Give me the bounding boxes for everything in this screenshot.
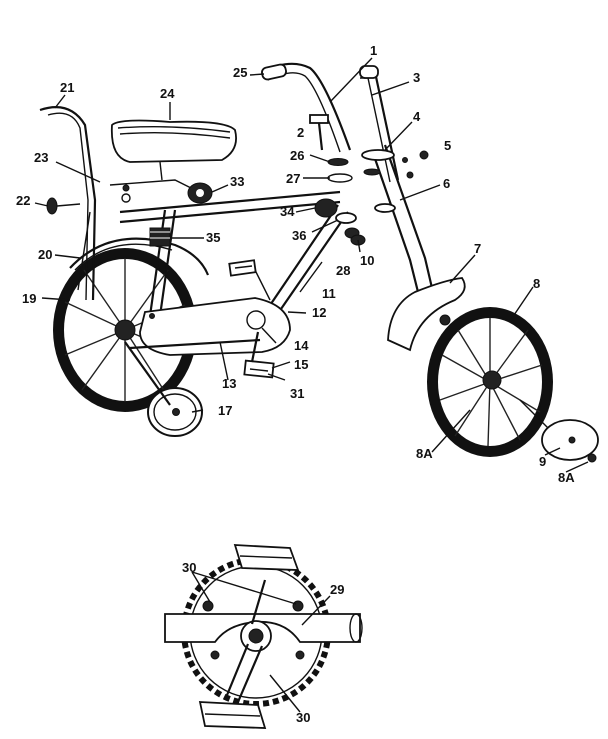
callout-30-top: 30 bbox=[182, 560, 196, 575]
axle-nut bbox=[587, 453, 597, 463]
callout-17: 17 bbox=[218, 403, 232, 418]
seat bbox=[110, 119, 237, 181]
callout-29: 29 bbox=[330, 582, 344, 597]
callout-22: 22 bbox=[16, 193, 30, 208]
callout-4: 4 bbox=[413, 109, 421, 124]
callout-5: 5 bbox=[444, 138, 451, 153]
callout-33: 33 bbox=[230, 174, 244, 189]
callout-23: 23 bbox=[34, 150, 48, 165]
callout-11: 11 bbox=[322, 286, 336, 301]
callout-31: 31 bbox=[290, 386, 304, 401]
callout-35: 35 bbox=[206, 230, 220, 245]
training-wheel bbox=[124, 341, 203, 437]
callout-12: 12 bbox=[312, 305, 326, 320]
callout-25: 25 bbox=[233, 65, 247, 80]
seat-clamp bbox=[109, 179, 213, 204]
callout-21: 21 bbox=[60, 80, 74, 95]
callout-8a-cap: 8A bbox=[558, 470, 575, 485]
callout-6: 6 bbox=[443, 176, 450, 191]
callout-9: 9 bbox=[539, 454, 546, 469]
sissy-bar bbox=[39, 106, 97, 301]
callout-19: 19 bbox=[22, 291, 36, 306]
callout-20: 20 bbox=[38, 247, 52, 262]
front-fork bbox=[361, 144, 434, 301]
callout-24: 24 bbox=[160, 86, 175, 101]
handlebar-stem bbox=[309, 114, 329, 151]
callout-36: 36 bbox=[292, 228, 306, 243]
inset-top-pedal bbox=[233, 544, 300, 571]
inset-bottom-pedal bbox=[198, 701, 267, 729]
callout-10: 10 bbox=[360, 253, 374, 268]
callout-1: 1 bbox=[370, 43, 377, 58]
callout-26: 26 bbox=[290, 148, 304, 163]
seat-post-clamp bbox=[149, 227, 171, 247]
callout-30-bottom: 30 bbox=[296, 710, 310, 725]
callout-8: 8 bbox=[533, 276, 540, 291]
callout-8a-front: 8A bbox=[416, 446, 433, 461]
front-fender bbox=[387, 277, 466, 352]
headset-parts bbox=[314, 157, 414, 246]
callout-7: 7 bbox=[474, 241, 481, 256]
right-pedal bbox=[243, 331, 275, 379]
callout-2: 2 bbox=[297, 125, 304, 140]
callout-15: 15 bbox=[294, 357, 308, 372]
callout-28: 28 bbox=[336, 263, 350, 278]
callout-14: 14 bbox=[294, 338, 309, 353]
bolt bbox=[419, 150, 429, 160]
handlebar bbox=[261, 62, 400, 183]
left-pedal bbox=[228, 259, 271, 301]
leader-lines bbox=[34, 57, 589, 713]
rear-reflector bbox=[46, 197, 81, 215]
callout-3: 3 bbox=[413, 70, 420, 85]
callout-34: 34 bbox=[280, 204, 295, 219]
callout-27: 27 bbox=[286, 171, 300, 186]
callout-13: 13 bbox=[222, 376, 236, 391]
bicycle-frame bbox=[77, 190, 349, 331]
callout-labels: 1 2 3 4 5 6 7 8 8A 9 8A 10 11 12 13 14 1… bbox=[16, 43, 575, 725]
front-wheel bbox=[427, 307, 553, 457]
